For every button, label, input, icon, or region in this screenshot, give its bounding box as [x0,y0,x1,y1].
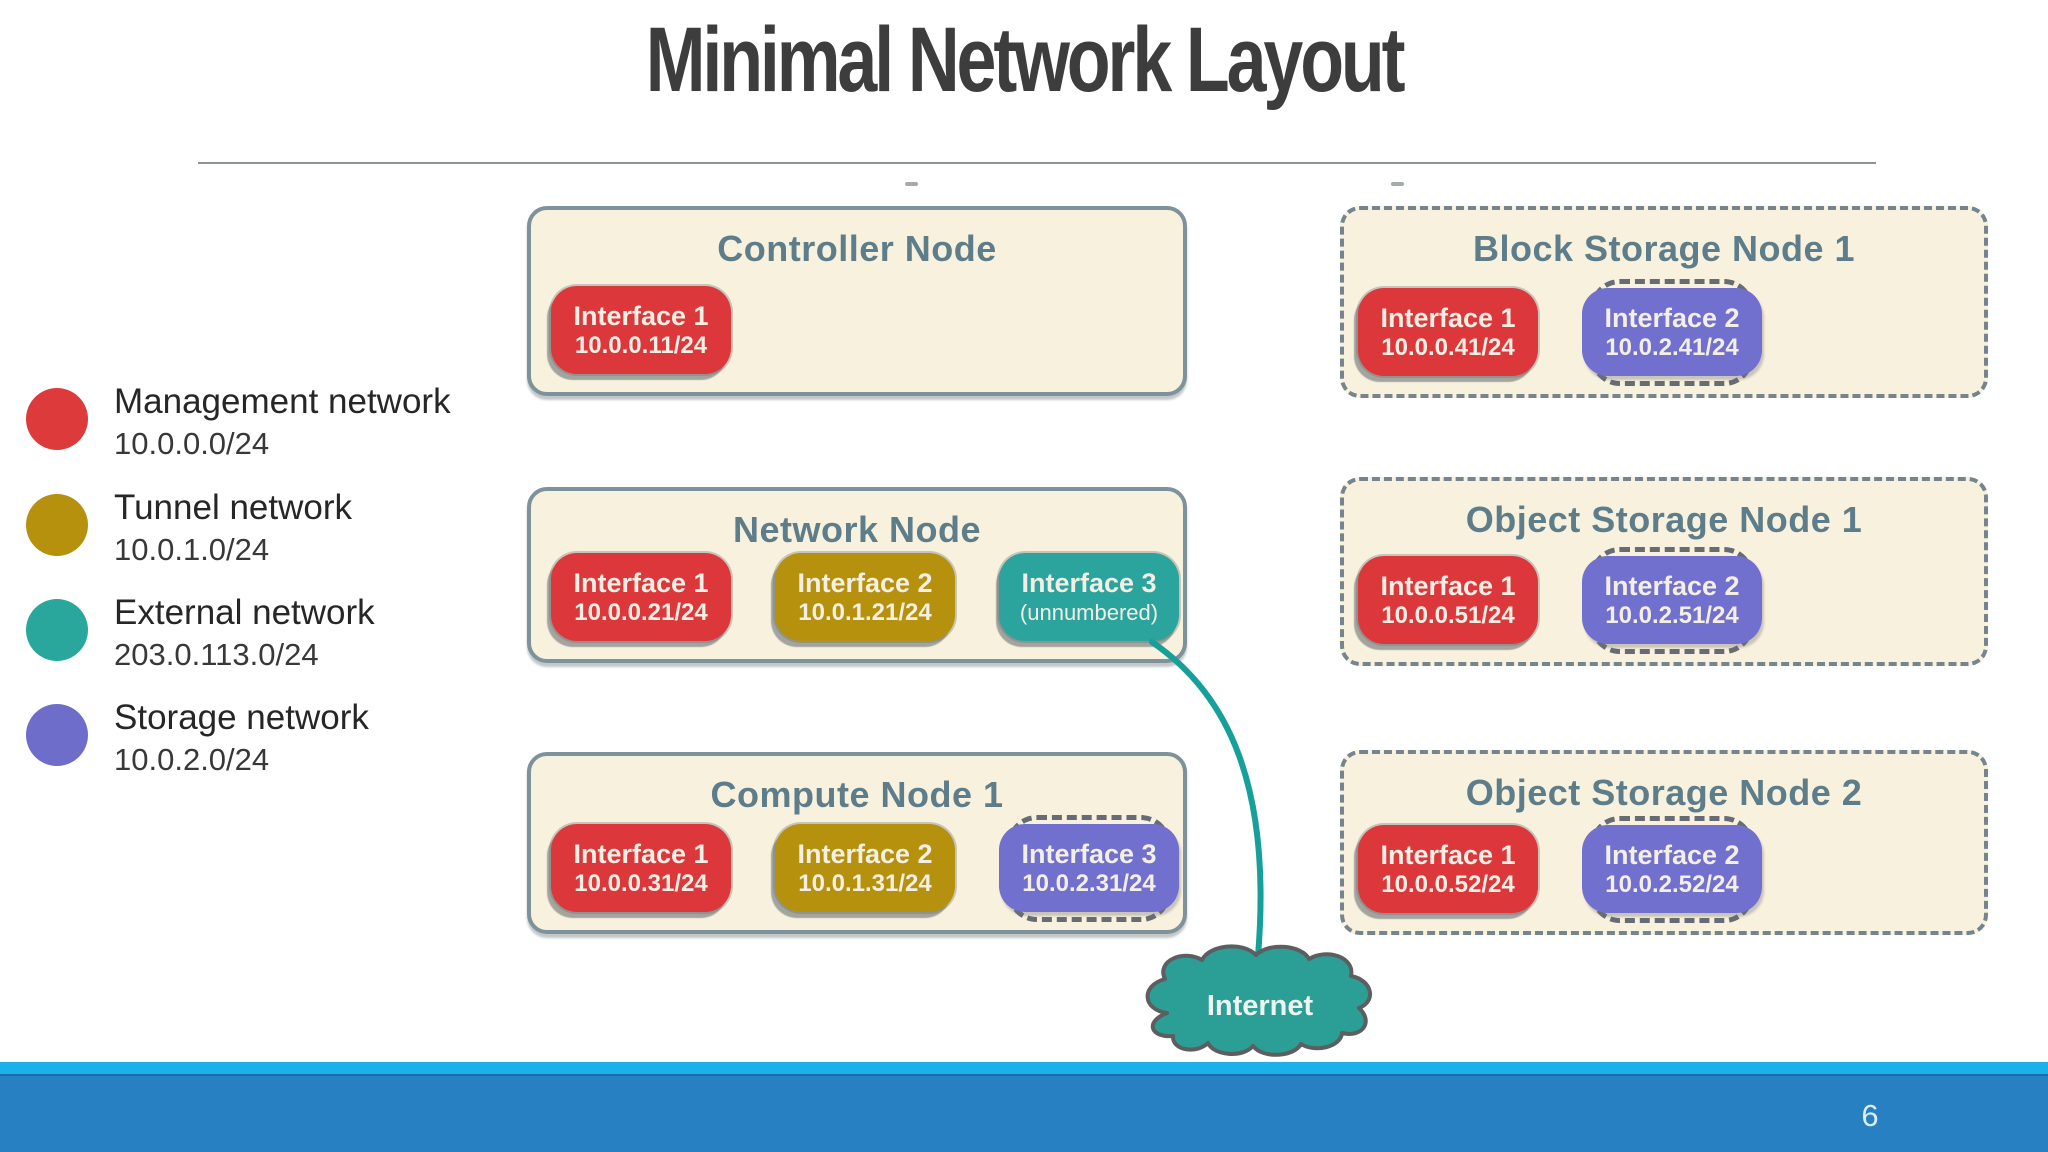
interface-name: Interface 1 [573,301,709,331]
page-title-text: Minimal Network Layout [645,9,1406,111]
crop-artifact-dash [1391,182,1404,186]
interface-address: 10.0.2.52/24 [1605,871,1739,898]
interface-address: 10.0.0.52/24 [1381,871,1515,898]
interface-badge: Interface 2 10.0.1.31/24 [775,824,955,912]
footer-bar [0,1074,2048,1152]
interface-name: Interface 2 [1604,571,1740,601]
legend-subnet: 203.0.113.0/24 [114,637,319,672]
node-title: Controller Node [717,228,997,269]
interface-name: Interface 1 [573,839,709,869]
interface-name: Interface 2 [1604,840,1740,870]
interface-badge: Interface 1 10.0.0.21/24 [551,553,731,641]
interface-address: 10.0.0.41/24 [1381,334,1515,361]
interface-badge: Interface 1 10.0.0.51/24 [1358,556,1538,644]
node-box-controller: Controller Node Interface 1 10.0.0.11/24 [527,206,1187,396]
interface-name: Interface 2 [797,568,933,598]
interface-badge: Interface 2 10.0.2.52/24 [1582,816,1762,923]
interface-address: 10.0.2.31/24 [1022,870,1156,897]
internet-label: Internet [1206,990,1314,1022]
interface-address: 10.0.2.51/24 [1605,602,1739,629]
interface-name: Interface 1 [1380,840,1516,870]
interface-badge: Interface 1 10.0.0.41/24 [1358,288,1538,376]
interface-address: 10.0.1.21/24 [798,599,932,626]
page-number: 6 [1861,1098,1879,1133]
legend-item-external: External network 203.0.113.0/24 [26,591,375,675]
legend-subnet: 10.0.2.0/24 [114,742,270,777]
legend-subnet: 10.0.0.0/24 [114,426,270,461]
interface-name: Interface 3 [1021,839,1157,869]
interface-badge: Interface 2 10.0.1.21/24 [775,553,955,641]
legend-label: External network [114,593,375,632]
interface-address: 10.0.0.21/24 [574,599,708,626]
interface-badge: Interface 1 10.0.0.31/24 [551,824,731,912]
legend-item-storage: Storage network 10.0.2.0/24 [26,696,369,780]
interface-address: (unnumbered) [1019,600,1159,625]
interface-name: Interface 2 [1604,303,1740,333]
interface-address: 10.0.0.31/24 [574,870,708,897]
interface-badge: Interface 3 (unnumbered) [999,553,1179,641]
node-box-object-storage-1: Object Storage Node 1 Interface 1 10.0.0… [1340,477,1988,666]
interface-address: 10.0.0.11/24 [574,332,708,359]
interface-name: Interface 1 [573,568,709,598]
storage-network-dot-icon [26,704,88,766]
node-box-network: Network Node Interface 1 10.0.0.21/24 In… [527,487,1187,663]
node-box-compute-1: Compute Node 1 Interface 1 10.0.0.31/24 … [527,752,1187,934]
node-title: Network Node [732,509,982,550]
footer-accent-stripe [0,1062,2048,1074]
legend-label: Tunnel network [114,488,352,527]
interface-badge: Interface 2 10.0.2.51/24 [1582,547,1762,654]
interface-badge: Interface 2 10.0.2.41/24 [1582,279,1762,386]
interface-address: 10.0.2.41/24 [1605,334,1739,361]
node-box-object-storage-2: Object Storage Node 2 Interface 1 10.0.0… [1340,750,1988,935]
legend-subnet: 10.0.1.0/24 [114,532,270,567]
external-network-dot-icon [26,599,88,661]
interface-name: Interface 1 [1380,303,1516,333]
interface-address: 10.0.0.51/24 [1381,602,1515,629]
interface-badge: Interface 1 10.0.0.52/24 [1358,825,1538,913]
page-title: Minimal Network Layout [0,8,2048,114]
interface-address: 10.0.1.31/24 [798,870,932,897]
interface-badge: Interface 1 10.0.0.11/24 [551,286,731,374]
legend-item-tunnel: Tunnel network 10.0.1.0/24 [26,486,352,570]
tunnel-network-dot-icon [26,494,88,556]
node-title: Block Storage Node 1 [1472,228,1856,269]
management-network-dot-icon [26,388,88,450]
legend-item-management: Management network 10.0.0.0/24 [26,380,451,464]
interface-name: Interface 1 [1380,571,1516,601]
node-title: Object Storage Node 1 [1465,499,1863,540]
node-title: Compute Node 1 [710,774,1004,815]
interface-name: Interface 2 [797,839,933,869]
legend-label: Management network [114,382,451,421]
interface-badge: Interface 3 10.0.2.31/24 [999,815,1179,922]
interface-name: Interface 3 [1021,568,1157,598]
legend-label: Storage network [114,698,369,737]
node-title: Object Storage Node 2 [1465,772,1863,813]
crop-artifact-dash [905,182,918,186]
node-box-block-storage-1: Block Storage Node 1 Interface 1 10.0.0.… [1340,206,1988,398]
title-divider [198,162,1876,164]
